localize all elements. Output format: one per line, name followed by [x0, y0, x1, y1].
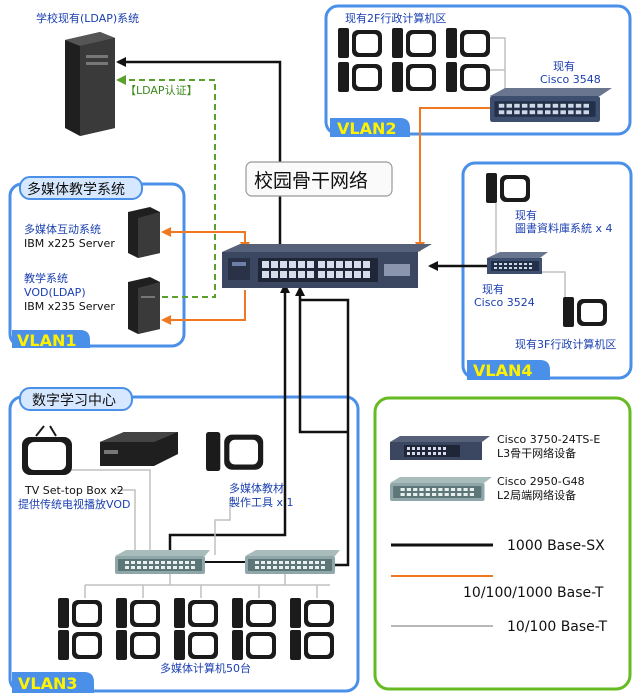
vlan1-title-tab	[19, 176, 143, 200]
legend-fast-label: 10/100 Base-T	[507, 619, 608, 635]
vlan3-badge	[12, 672, 94, 693]
fiber-link-vlan3-d	[298, 300, 348, 434]
vlan3-pcs-label: 多媒体计算机50台	[160, 661, 251, 675]
vlan3-badge-label: VLAN3	[18, 674, 77, 693]
vlan2-pc-group	[338, 28, 490, 92]
vlan1-server1-label-2: IBM x225 Server	[24, 237, 115, 250]
vlan1-server1-label-1: 多媒体互动系统	[24, 222, 101, 236]
vlan4-switch-label-1: 现有	[482, 282, 504, 296]
tv-icon	[22, 425, 72, 475]
vlan1-badge-label: VLAN1	[17, 331, 76, 350]
vlan1-server2-label-1: 教学系统	[24, 271, 68, 285]
vlan4-lib-label-1: 现有	[515, 208, 537, 222]
vlan4-switch-label-2: Cisco 3524	[474, 296, 535, 309]
vlan1-badge	[12, 330, 90, 348]
ldap-auth-link	[116, 75, 216, 298]
legend-sw2-label-2: L2局端网络设备	[497, 488, 576, 502]
vlan4-badge	[467, 360, 550, 380]
vlan1-server-1	[128, 207, 160, 258]
vlan2-box	[324, 4, 632, 136]
ldap-auth-label: 【LDAP认证】	[125, 84, 198, 97]
ldap-server	[65, 32, 115, 136]
tool-label-1: 多媒体教材	[229, 481, 284, 495]
vlan1-title: 多媒体教学系统	[27, 181, 125, 198]
cisco-3524-switch	[487, 252, 548, 274]
legend-fiber-label: 1000 Base-SX	[507, 538, 605, 554]
vlan1-server-2	[128, 277, 160, 334]
vlan1-server2-label-3: IBM x235 Server	[24, 300, 115, 313]
vlan2-switch-label-1: 现有	[553, 59, 575, 73]
legend-box	[373, 396, 632, 691]
vlan4-badge-label: VLAN4	[473, 361, 532, 380]
vlan3-pc-links	[50, 469, 330, 598]
legend-gigabit-label: 10/100/1000 Base-T	[463, 585, 604, 601]
vlan2-switch-label-2: Cisco 3548	[540, 73, 601, 86]
fiber-link-vlan3-a	[168, 283, 290, 555]
authoring-pc	[206, 432, 264, 471]
vlan3-box	[8, 395, 360, 693]
cisco-3548-switch	[490, 88, 612, 122]
tv-label-2: 提供传统电视播放VOD	[18, 497, 130, 511]
vlan2-badge	[330, 118, 410, 137]
set-top-box	[100, 432, 178, 466]
backbone-label-box	[245, 161, 393, 197]
vlan4-lib-label-2: 圖書資料庫系統 x 4	[515, 221, 613, 235]
core-switch-3750	[222, 244, 432, 288]
vlan3-title-tab	[19, 387, 133, 411]
backbone-label: 校园骨干网络	[254, 170, 368, 192]
vlan2-title: 现有2F行政计算机区	[345, 11, 446, 25]
tv-label-1: TV Set-top Box x2	[24, 484, 124, 497]
legend-switch-3750	[390, 436, 490, 460]
legend-sw1-label-2: L3骨干网络设备	[497, 446, 576, 460]
legend-sw1-label-1: Cisco 3750-24TS-E	[497, 433, 600, 446]
vlan2-badge-label: VLAN2	[337, 119, 396, 138]
ldap-system-label: 学校现有(LDAP)系统	[36, 11, 139, 25]
l2-switch-right	[245, 550, 340, 574]
legend-sw2-label-1: Cisco 2950-G48	[497, 475, 585, 488]
l2-switch-left	[115, 550, 210, 574]
vlan3-pc-grid	[58, 598, 334, 660]
vlan3-title: 数字学习中心	[32, 393, 116, 409]
tool-label-2: 製作工具 x 1	[229, 495, 294, 509]
gigabit-link-vlan2	[415, 107, 490, 252]
gigabit-link-server2	[161, 290, 246, 325]
vlan4-office-pc	[563, 297, 607, 327]
vlan4-library-pc	[486, 173, 530, 203]
vlan4-office-label: 现有3F行政计算机区	[515, 337, 616, 351]
vlan1-server2-label-2: VOD(LDAP)	[24, 286, 86, 299]
legend-switch-2950	[390, 477, 492, 501]
